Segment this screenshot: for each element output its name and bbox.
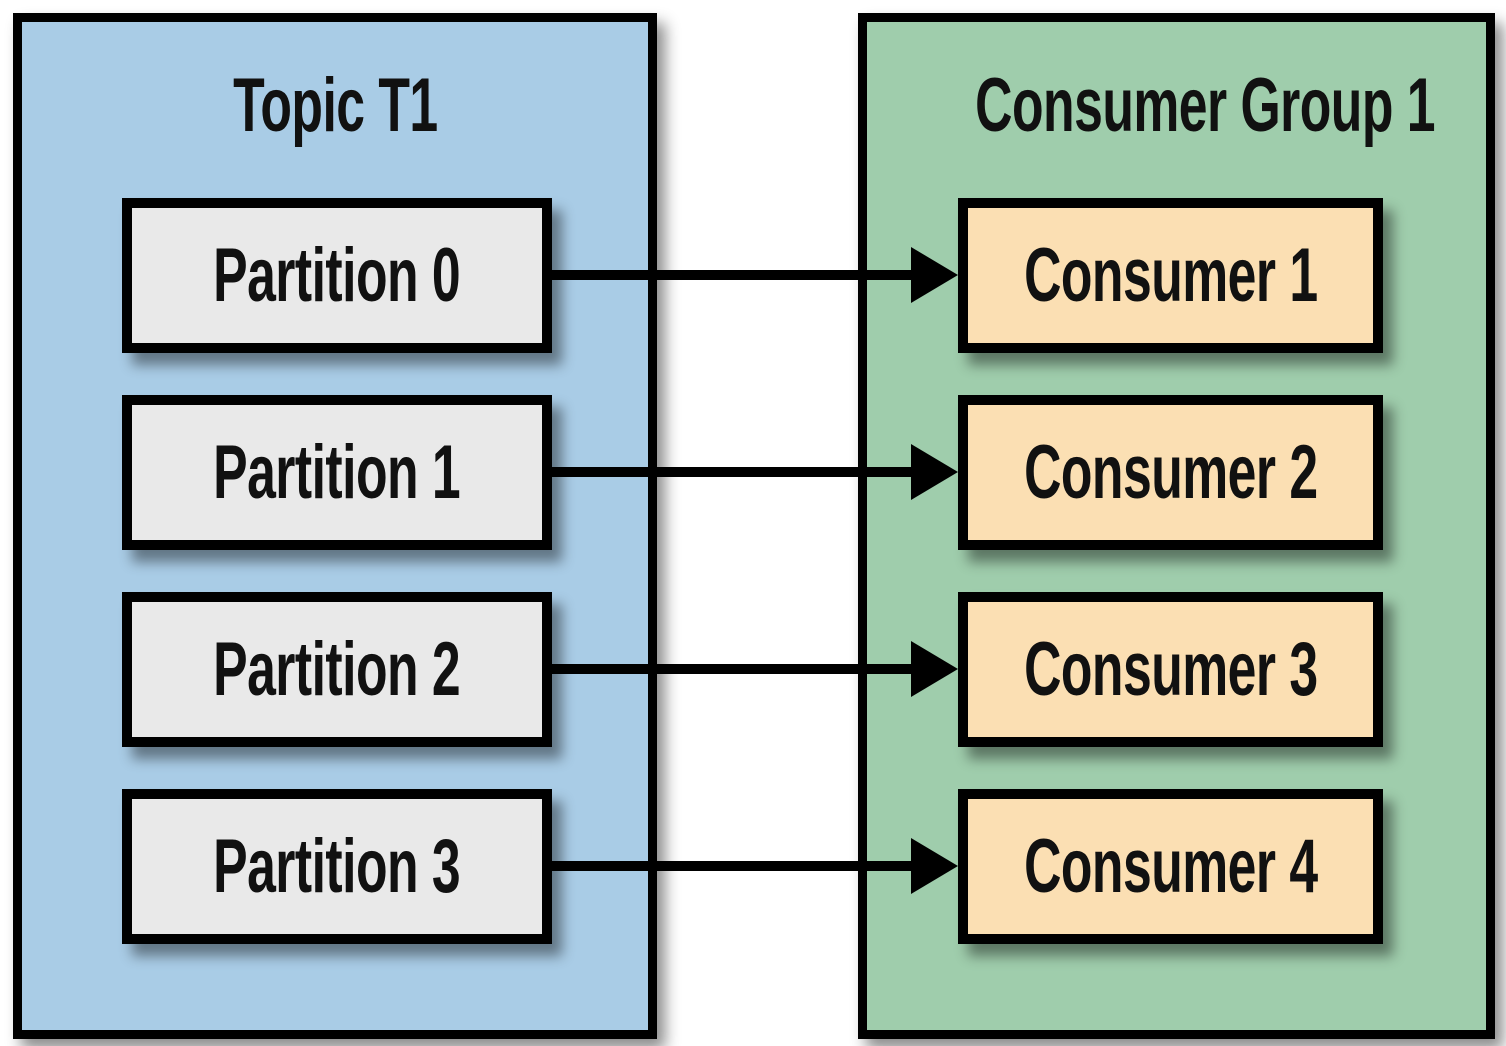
partition-3-box: Partition 3 [122,789,552,944]
partition-2-label: Partition 2 [213,626,461,712]
arrowhead-icon [911,838,958,894]
consumer-group-box: Consumer Group 1 Consumer 1 Consumer 2 C… [858,13,1495,1039]
consumer-2-box: Consumer 2 [958,395,1383,550]
topic-title: Topic T1 [22,68,648,144]
consumer-1-box: Consumer 1 [958,198,1383,353]
partition-1-label: Partition 1 [213,429,461,515]
arrow-shaft [545,664,913,674]
partition-3-label: Partition 3 [213,823,461,909]
arrowhead-icon [911,641,958,697]
partition-0-box: Partition 0 [122,198,552,353]
arrow-partition1-to-consumer2 [545,444,958,500]
arrow-shaft [545,861,913,871]
arrow-partition0-to-consumer1 [545,247,958,303]
consumer-2-label: Consumer 2 [1023,429,1318,515]
consumer-4-box: Consumer 4 [958,789,1383,944]
arrow-partition3-to-consumer4 [545,838,958,894]
partition-1-box: Partition 1 [122,395,552,550]
topic-box: Topic T1 Partition 0 Partition 1 Partiti… [13,13,657,1039]
partition-2-box: Partition 2 [122,592,552,747]
arrowhead-icon [911,247,958,303]
arrowhead-icon [911,444,958,500]
partition-0-label: Partition 0 [213,232,461,318]
topic-title-text: Topic T1 [232,63,438,148]
consumer-4-label: Consumer 4 [1023,823,1318,909]
arrow-shaft [545,467,913,477]
consumer-group-title: Consumer Group 1 [867,68,1486,144]
consumer-3-label: Consumer 3 [1023,626,1318,712]
consumer-3-box: Consumer 3 [958,592,1383,747]
consumer-group-title-text: Consumer Group 1 [975,63,1435,148]
arrow-shaft [545,270,913,280]
arrow-partition2-to-consumer3 [545,641,958,697]
consumer-1-label: Consumer 1 [1023,232,1318,318]
